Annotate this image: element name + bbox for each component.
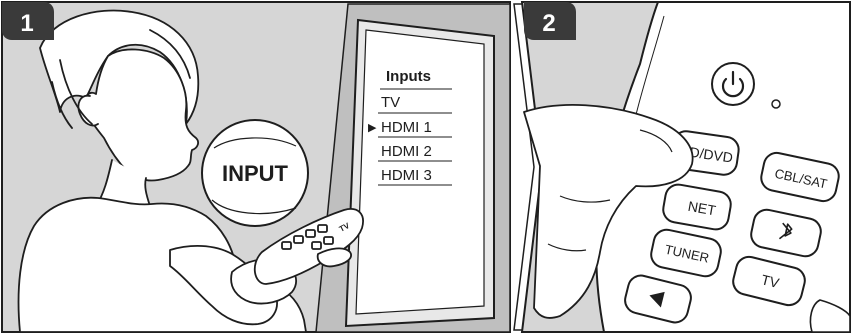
- step-badge-2: 2: [524, 2, 576, 40]
- menu-item-hdmi-3: HDMI 3: [381, 167, 432, 184]
- menu-title: Inputs: [386, 68, 431, 85]
- menu-item-hdmi-2: HDMI 2: [381, 143, 432, 160]
- menu-item-hdmi-1: HDMI 1: [381, 119, 432, 136]
- indicator-light: [772, 100, 780, 108]
- menu-item-tv: TV: [381, 94, 400, 111]
- step-number-1: 1: [20, 10, 33, 37]
- input-callout: INPUT: [202, 120, 308, 226]
- step-badge-1: 1: [2, 2, 54, 40]
- panel-1: Inputs TV ▶ HDMI 1 HDMI 2 HDMI 3: [2, 2, 510, 332]
- step-number-2: 2: [542, 10, 555, 37]
- panel-2: BD/DVD CBL/SAT NET TUNER TV: [522, 2, 850, 332]
- power-button: [712, 63, 754, 105]
- input-button-label: INPUT: [222, 161, 289, 186]
- selected-marker: ▶: [368, 122, 377, 134]
